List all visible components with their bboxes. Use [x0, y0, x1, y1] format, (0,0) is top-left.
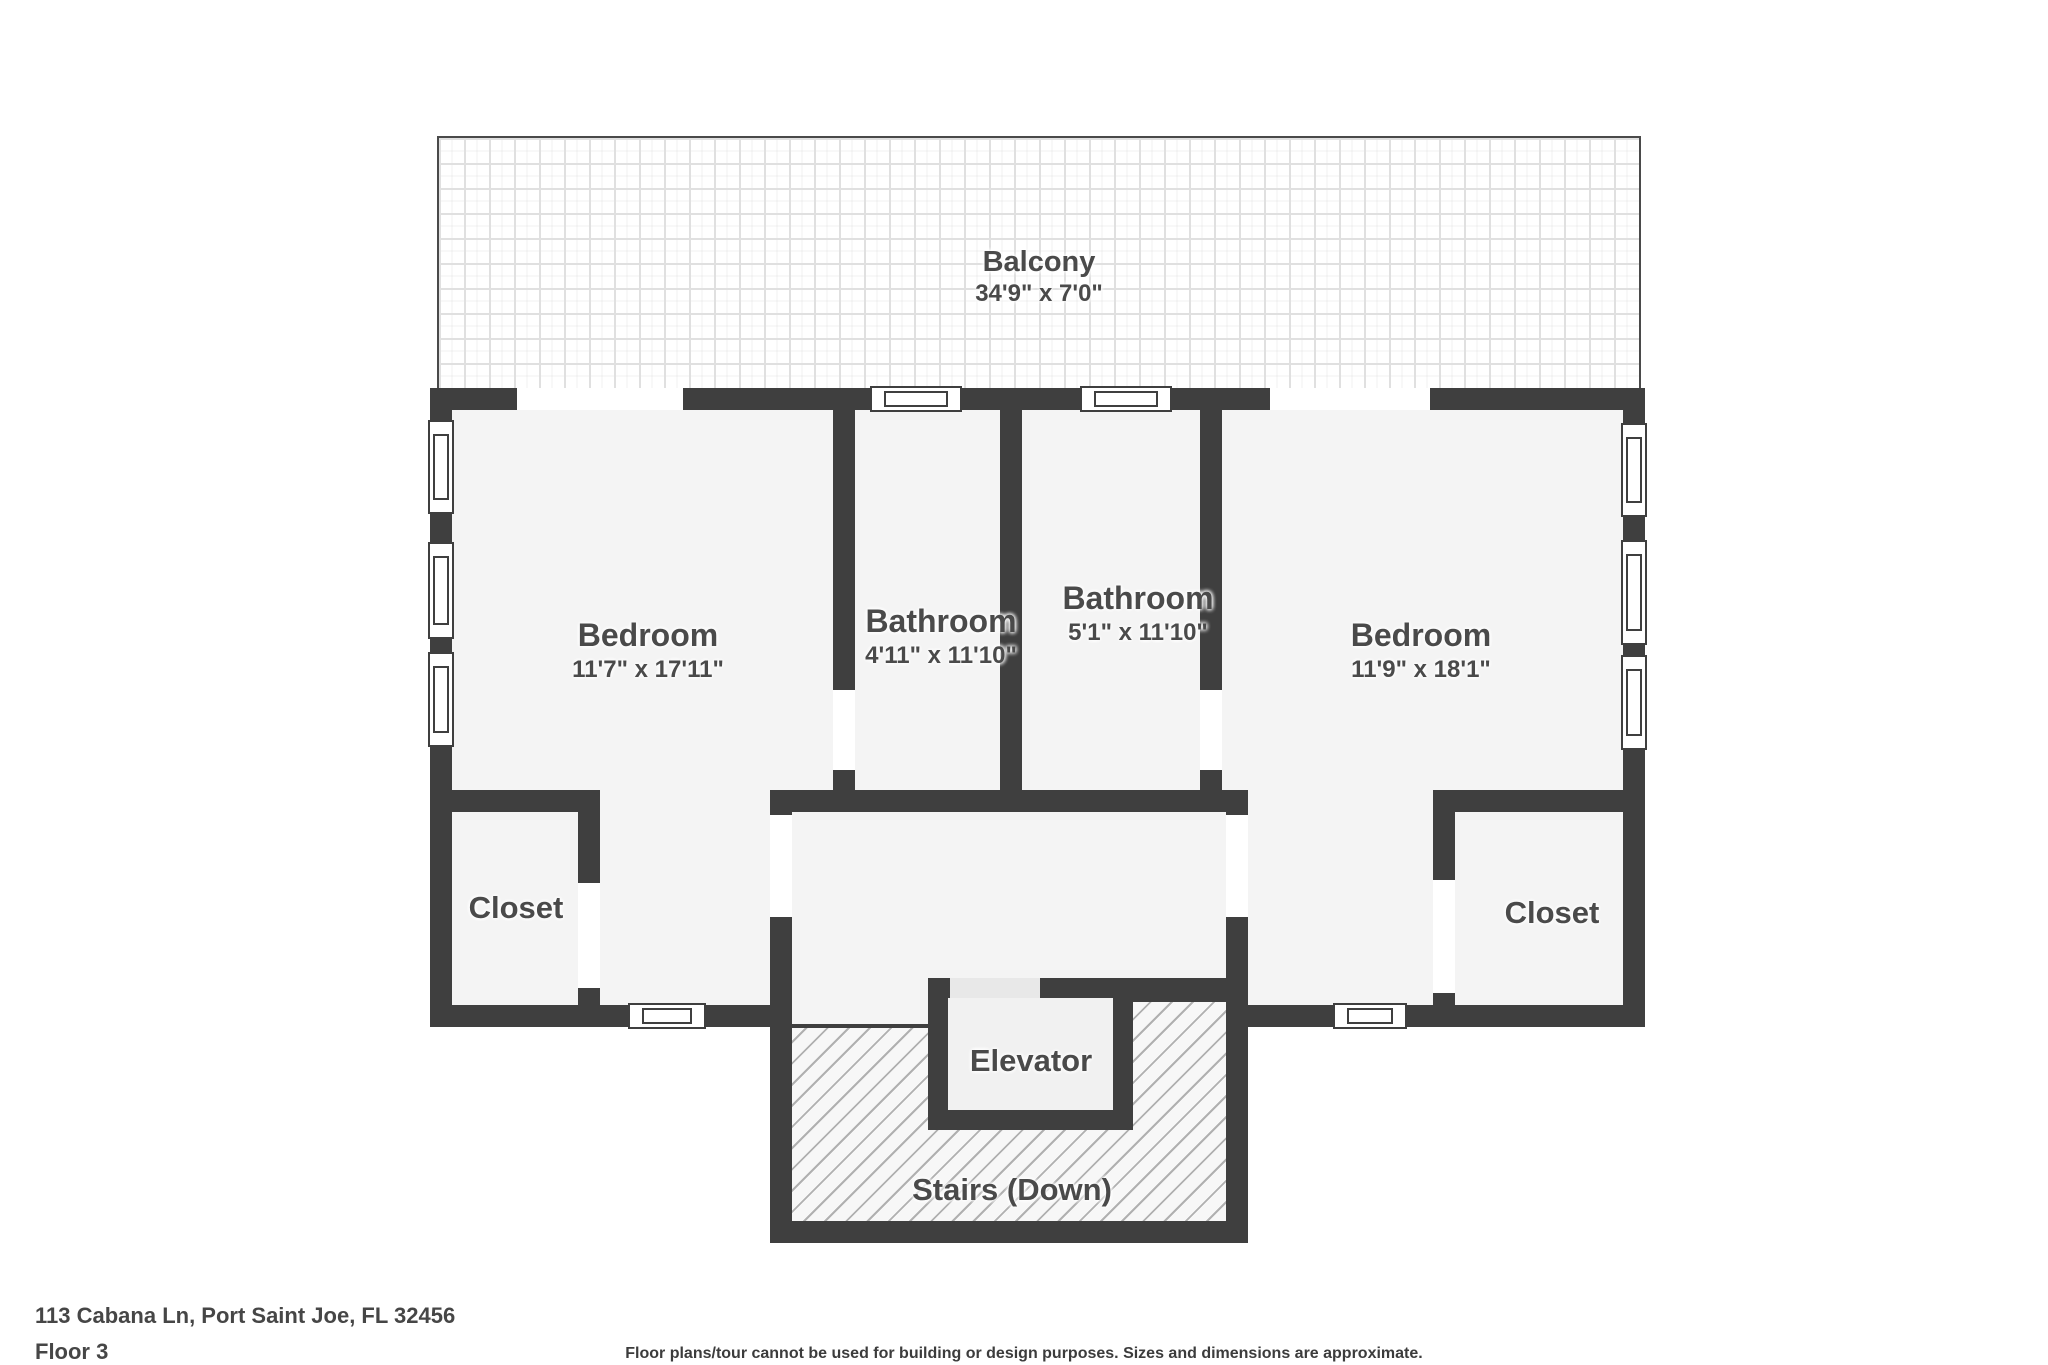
- bottom-left-window: [628, 1003, 706, 1029]
- closet-left-top-wall: [430, 790, 600, 812]
- balcony-name: Balcony: [982, 246, 1096, 278]
- right-wall-window-2: [1621, 540, 1647, 645]
- bottom-left-exterior-wall: [430, 1005, 792, 1027]
- right-wall-window-1: [1621, 423, 1647, 517]
- left-wall-window-3: [428, 652, 454, 747]
- floor-number-text: Floor 3: [35, 1339, 109, 1364]
- left-wall-window-2: [428, 542, 454, 639]
- bathroom-right-window: [1080, 386, 1172, 412]
- address-text: 113 Cabana Ln, Port Saint Joe, FL 32456: [35, 1303, 456, 1328]
- balcony-label: Balcony 34'9" x 7'0": [975, 246, 1103, 310]
- closet-right-top-wall: [1433, 790, 1645, 812]
- balcony-area: Balcony 34'9" x 7'0": [437, 136, 1641, 390]
- balcony-door-left: [517, 388, 683, 410]
- balcony-dims: 34'9" x 7'0": [975, 280, 1103, 308]
- bathroom-left-door: [833, 690, 855, 770]
- closet-left-door: [578, 883, 600, 988]
- disclaimer-text: Floor plans/tour cannot be used for buil…: [625, 1345, 1423, 1362]
- stairs-bottom-wall: [770, 1221, 1248, 1243]
- balcony-door-right: [1270, 388, 1430, 410]
- bathroom-right-door: [1200, 690, 1222, 770]
- left-wall-window-1: [428, 420, 454, 514]
- right-wall-window-3: [1621, 655, 1647, 750]
- hall-top-wall: [770, 790, 1248, 812]
- elevator-door: [950, 978, 1040, 998]
- hall-left-door: [770, 815, 792, 917]
- bottom-right-window: [1333, 1003, 1407, 1029]
- closet-right-door: [1433, 880, 1455, 993]
- hall-right-door: [1226, 815, 1248, 917]
- bathroom-left-window: [870, 386, 962, 412]
- bathroom-divider-wall: [1000, 410, 1022, 790]
- elevator-shaft: [928, 978, 1133, 1130]
- hall-floor-above-stairs: [792, 980, 928, 1028]
